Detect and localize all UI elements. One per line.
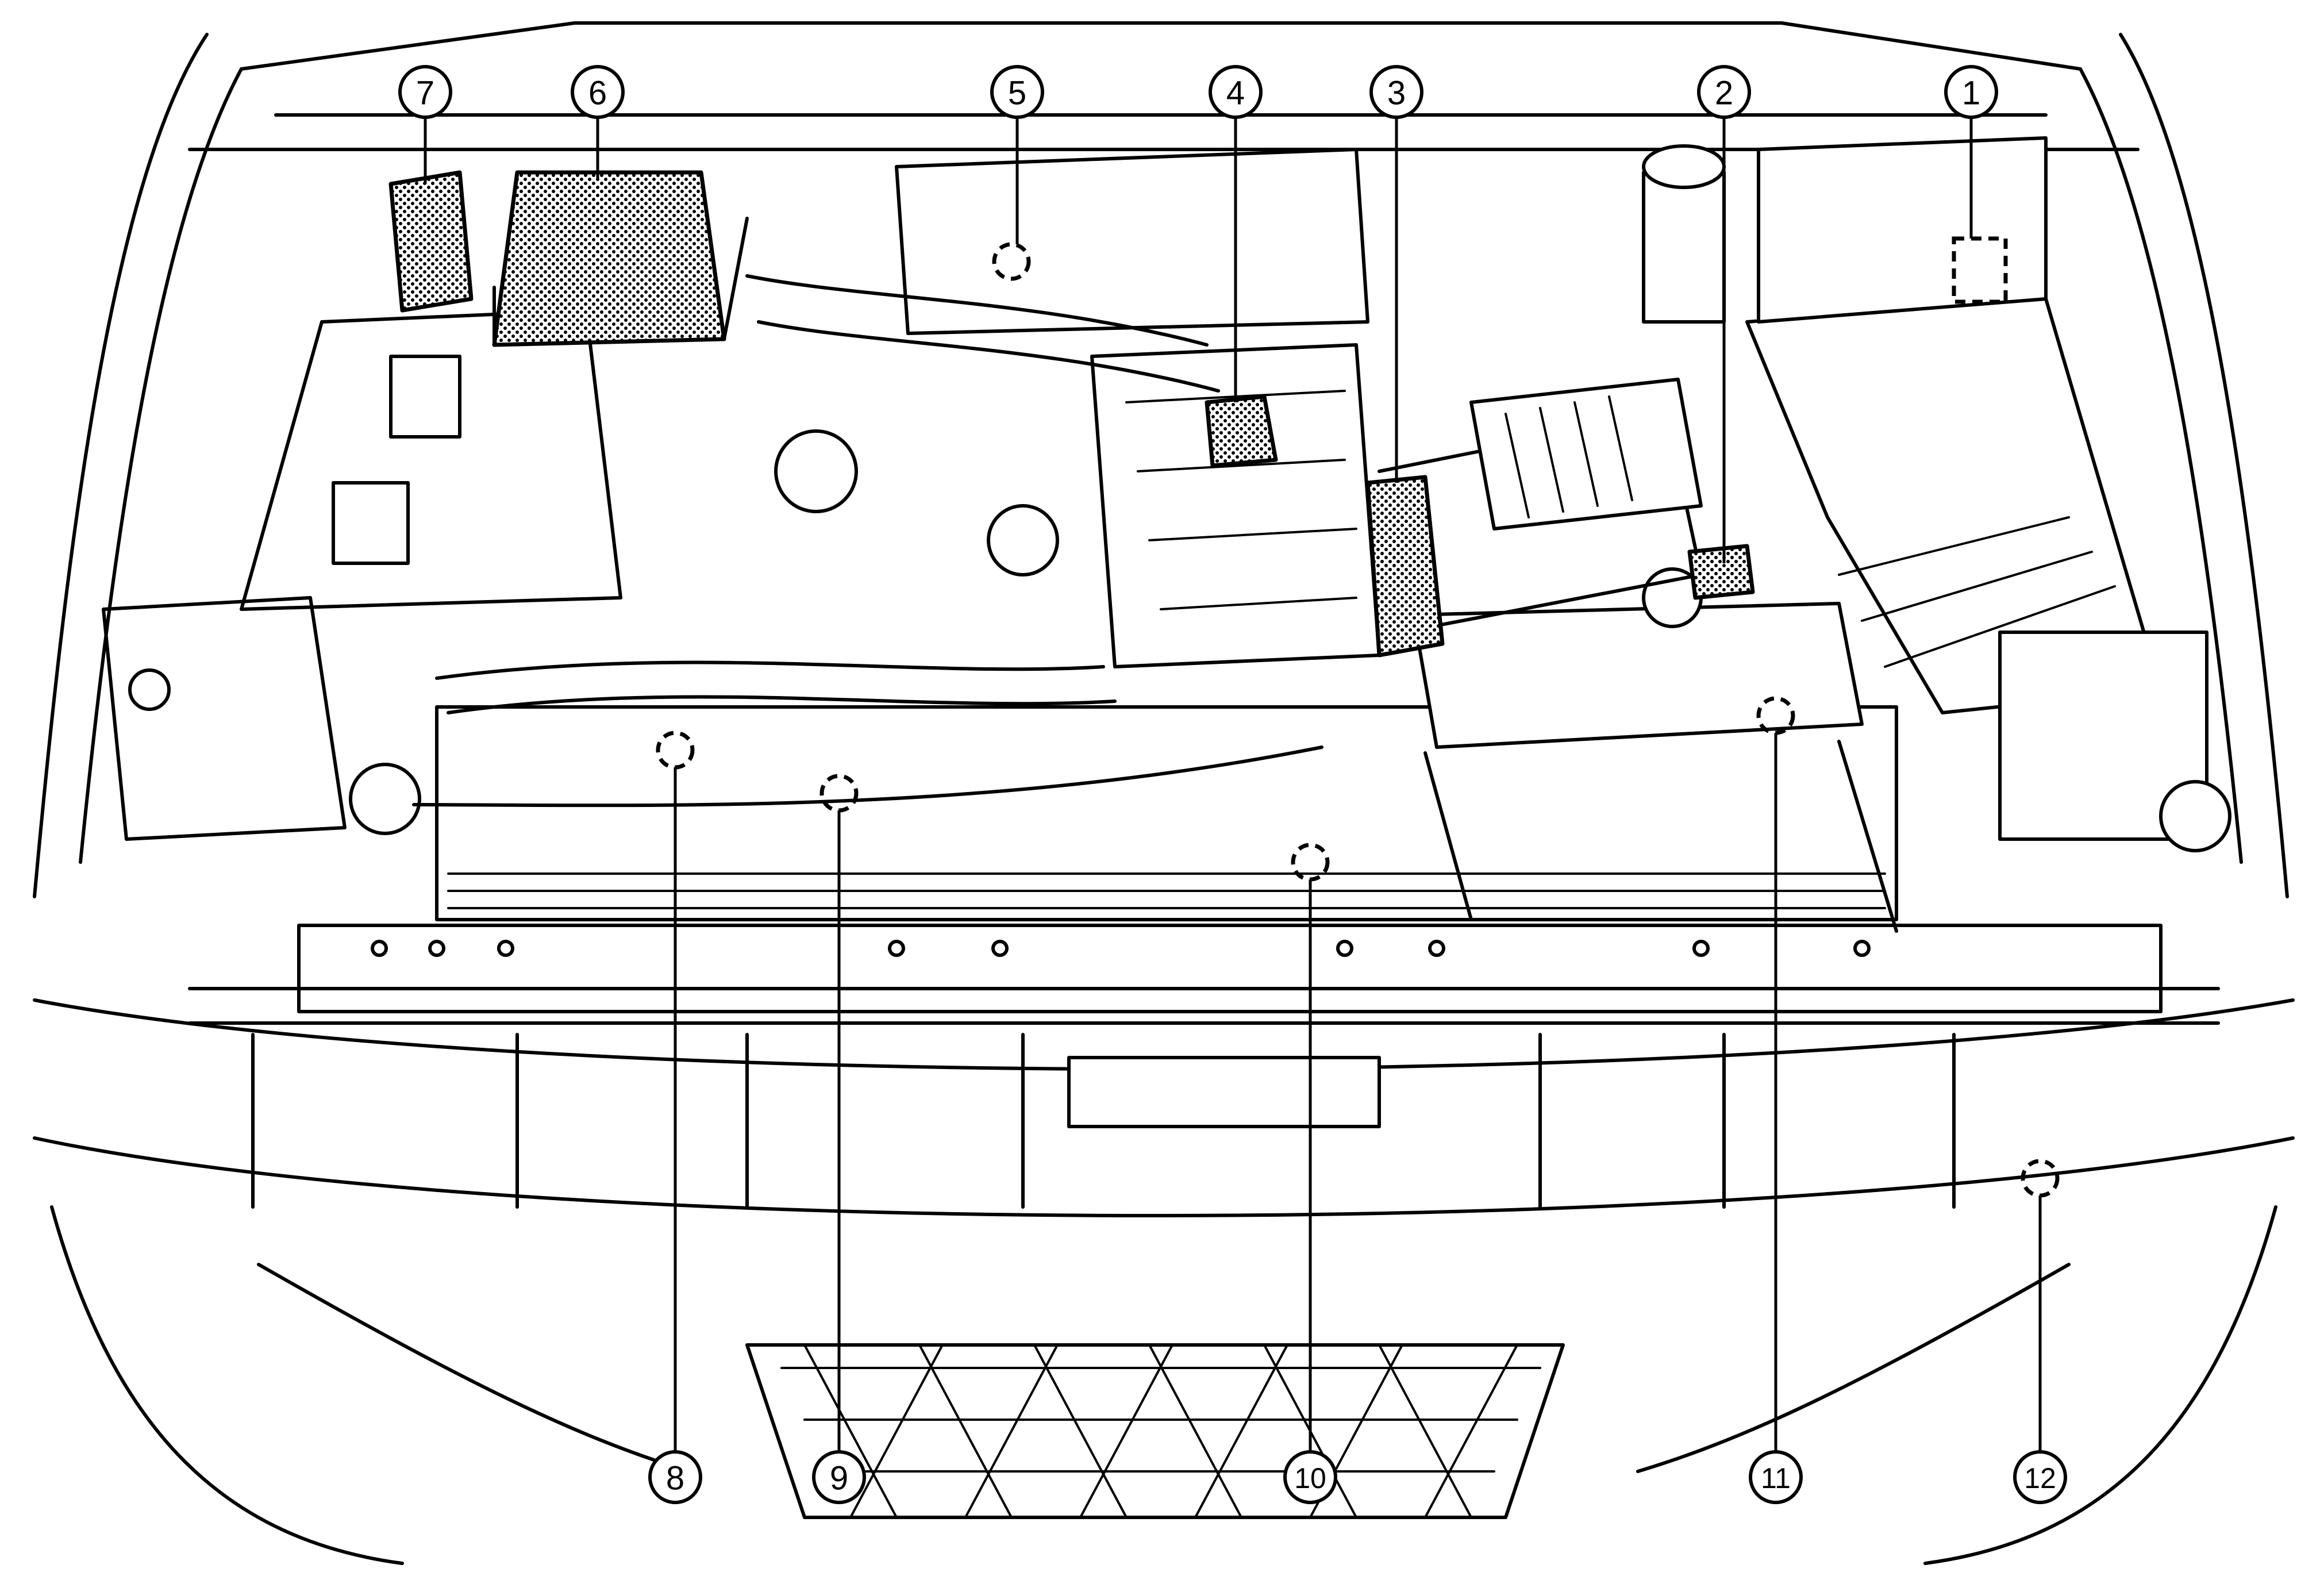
callout-7-label: 7 bbox=[416, 75, 434, 112]
radiator bbox=[349, 705, 1898, 921]
callout-1-label: 1 bbox=[1962, 75, 1980, 112]
callout-11-label: 11 bbox=[1761, 1462, 1791, 1494]
callout-2-label: 2 bbox=[1715, 75, 1733, 112]
upper-radiator-hose bbox=[435, 660, 1117, 714]
fuse-relay-box bbox=[492, 170, 749, 347]
marker-5 bbox=[992, 242, 1031, 281]
coolant-reservoir bbox=[1412, 567, 1898, 933]
battery bbox=[240, 309, 622, 611]
callout-8: 8 bbox=[648, 1450, 702, 1504]
callout-5-label: 5 bbox=[1008, 75, 1026, 112]
callout-1: 1 bbox=[1944, 65, 1998, 119]
air-cleaner bbox=[1745, 136, 2231, 852]
intake-manifold bbox=[745, 148, 1703, 668]
oil-cap bbox=[774, 429, 1059, 576]
callout-4: 4 bbox=[1209, 65, 1263, 119]
callout-12: 12 bbox=[2013, 1450, 2067, 1504]
callout-3: 3 bbox=[1369, 65, 1423, 119]
washer-tank bbox=[102, 596, 347, 841]
callout-9-label: 9 bbox=[830, 1460, 848, 1497]
callout-2: 2 bbox=[1697, 65, 1751, 119]
callout-7: 7 bbox=[398, 65, 452, 119]
sensor-2 bbox=[1687, 544, 1755, 600]
sensor-4 bbox=[1205, 394, 1278, 468]
callout-9: 9 bbox=[812, 1450, 866, 1504]
callout-5: 5 bbox=[990, 65, 1044, 119]
callout-6-label: 6 bbox=[588, 75, 607, 112]
callout-3-label: 3 bbox=[1387, 75, 1406, 112]
callout-10: 10 bbox=[1283, 1450, 1337, 1504]
marker-1 bbox=[1952, 236, 2008, 304]
reservoir-cylinder bbox=[1642, 144, 1726, 324]
callout-6: 6 bbox=[571, 65, 625, 119]
leader-lines bbox=[424, 118, 2042, 1451]
callout-12-label: 12 bbox=[2024, 1462, 2056, 1494]
callout-8-label: 8 bbox=[666, 1460, 684, 1497]
marker-9 bbox=[819, 774, 859, 813]
marker-8 bbox=[656, 731, 695, 770]
callout-4-label: 4 bbox=[1226, 75, 1245, 112]
throttle-body-sensor-3 bbox=[1365, 475, 1445, 658]
front-bumper bbox=[33, 998, 2295, 1565]
callout-11: 11 bbox=[1749, 1450, 1803, 1504]
callout-10-label: 10 bbox=[1294, 1462, 1326, 1494]
core-support bbox=[188, 924, 2220, 1209]
connector-7 bbox=[388, 170, 474, 313]
body-outline bbox=[33, 21, 2289, 898]
